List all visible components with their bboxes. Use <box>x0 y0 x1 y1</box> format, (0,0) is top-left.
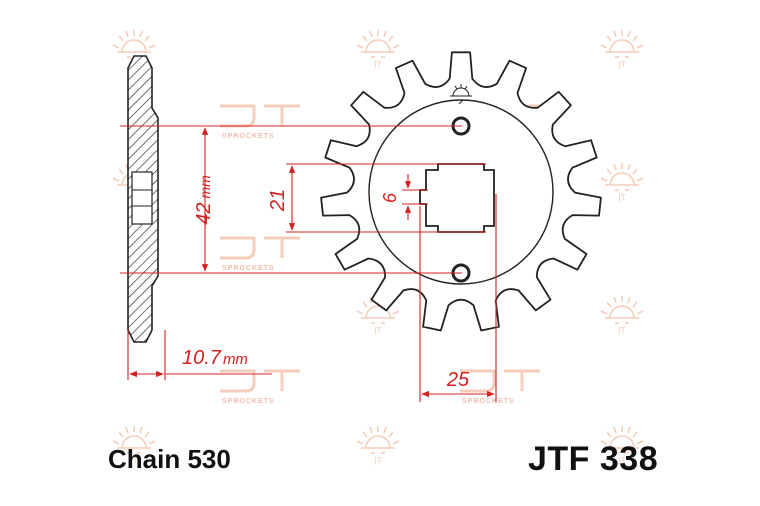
jt-logo-watermark <box>218 236 302 260</box>
chain-size-label: Chain 530 <box>108 444 231 474</box>
bolt-circle-label: 42mm <box>193 175 215 225</box>
spline-bore <box>419 163 495 233</box>
hub-circle <box>368 99 554 285</box>
sun-logo-watermark <box>600 29 644 70</box>
jt-logo-watermark <box>218 104 302 128</box>
watermark-text: SPROCKETS <box>222 133 275 140</box>
jt-logo-watermark <box>458 369 542 393</box>
sun-logo-watermark <box>600 295 644 336</box>
spline-diameter-label: 25 <box>446 369 470 391</box>
sprocket-front-view <box>320 51 602 332</box>
part-number: JTF 338 <box>528 440 659 478</box>
sun-logo-watermark <box>600 162 644 203</box>
watermark-text: SPROCKETS <box>222 398 275 405</box>
key-width-label: 6 <box>380 192 400 203</box>
sun-logo-icon <box>450 84 472 105</box>
watermark-text: SPROCKETS <box>222 265 275 272</box>
sun-logo-watermark <box>356 425 400 466</box>
watermark-text: SPROCKETS <box>462 398 515 405</box>
spline-height-label: 21 <box>267 189 289 212</box>
sun-logo-watermark <box>356 29 400 70</box>
sprocket-side-view <box>127 55 159 343</box>
